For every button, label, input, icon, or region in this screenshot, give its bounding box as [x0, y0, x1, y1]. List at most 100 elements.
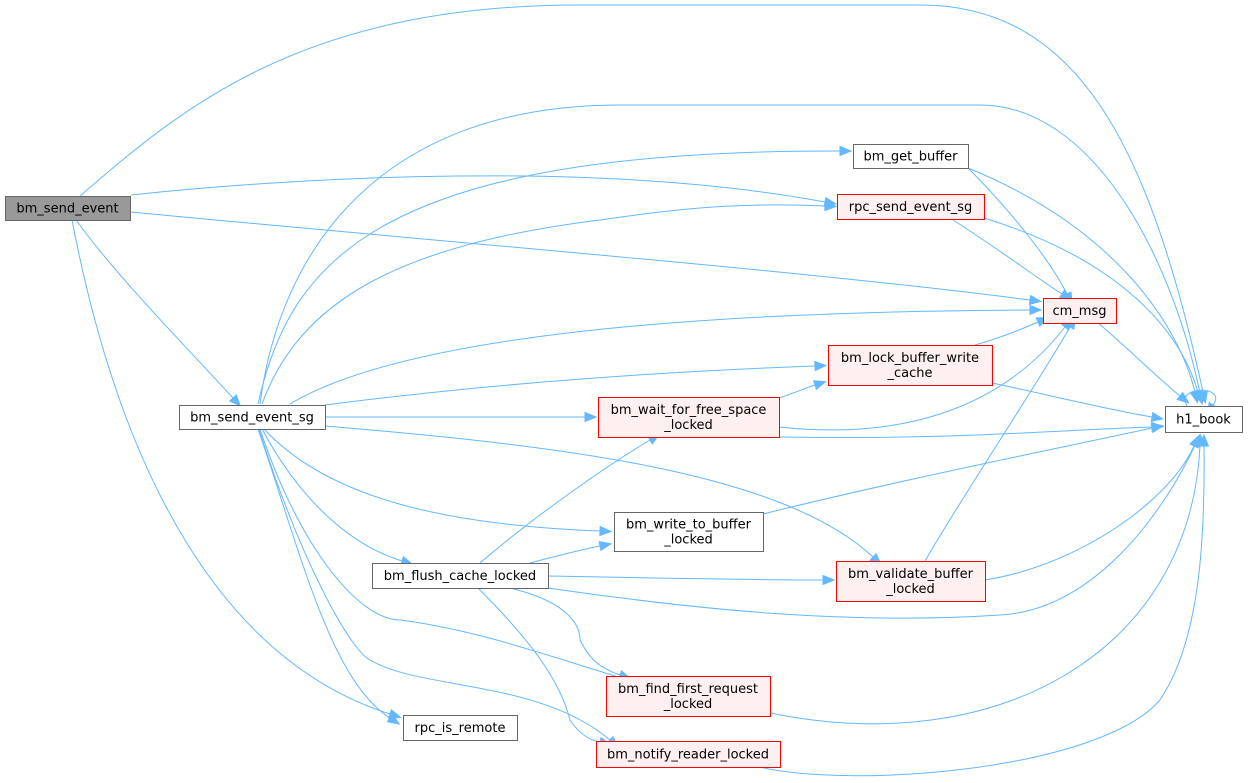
edge-arrowhead — [1176, 391, 1190, 404]
edge-line — [967, 167, 1068, 295]
node-bm-validate-buffer-locked[interactable]: bm_validate_buffer_locked — [836, 561, 986, 602]
node-box — [179, 405, 326, 430]
node-box — [598, 397, 780, 438]
edge-line — [263, 428, 601, 532]
edge-rpc_send_event_sg-to-cm_msg — [949, 217, 1073, 301]
edge-line — [130, 175, 826, 203]
node-label: rpc_is_remote — [415, 721, 506, 736]
edge-cm_msg-to-h1_book — [1096, 321, 1190, 404]
node-box — [837, 194, 985, 220]
edge-arrowhead — [822, 574, 836, 586]
edge-line — [75, 219, 234, 399]
edge-line — [983, 217, 1199, 393]
edge-bm_send_event-to-bm_send_event_sg — [75, 219, 242, 408]
edge-arrowhead — [584, 411, 598, 423]
edge-arrowhead — [1192, 390, 1203, 404]
edge-bm_wait_for_free_space_locked-to-bm_lock_buffer_write_cache — [778, 380, 827, 399]
edge-line — [259, 428, 623, 679]
edge-line — [778, 426, 1153, 439]
node-bm-lock-buffer-write-cache[interactable]: bm_lock_buffer_write_cache — [828, 345, 993, 386]
node-rpc-is-remote[interactable]: rpc_is_remote — [403, 715, 518, 741]
edge-bm_send_event_sg-to-bm_find_first_request_locked — [259, 428, 634, 683]
node-rpc-send-event-sg[interactable]: rpc_send_event_sg — [837, 194, 985, 220]
node-label: bm_get_buffer — [863, 150, 958, 165]
edge-rpc_send_event_sg-to-h1_book — [983, 217, 1203, 404]
node-label: bm_flush_cache_locked — [384, 569, 536, 584]
edge-bm_send_event-to-h1_book — [79, 4, 1209, 404]
edge-arrowhead — [839, 145, 853, 157]
edge-line — [324, 425, 874, 558]
edge-line — [477, 587, 601, 743]
edge-arrowhead — [824, 200, 838, 212]
edge-line — [261, 204, 826, 405]
node-label: _locked — [663, 418, 713, 433]
edge-bm_send_event_sg-to-rpc_is_remote — [257, 428, 401, 725]
node-cm-msg[interactable]: cm_msg — [1043, 298, 1117, 324]
edge-line — [778, 326, 1066, 431]
edge-arrowhead — [813, 380, 827, 391]
edge-line — [967, 167, 1196, 393]
node-box — [614, 512, 764, 552]
node-bm-find-first-request-locked[interactable]: bm_find_first_request_locked — [606, 676, 771, 717]
edge-bm_send_event_sg-to-cm_msg — [289, 304, 1043, 405]
node-label: h1_book — [1176, 413, 1231, 428]
node-box — [372, 563, 549, 589]
node-box — [1165, 406, 1243, 433]
edge-line — [509, 587, 621, 676]
node-label: bm_wait_for_free_space — [611, 403, 767, 418]
edge-arrowhead — [1198, 433, 1210, 447]
edge-arrowhead — [1029, 304, 1043, 316]
edge-line — [258, 428, 611, 741]
node-bm-send-event-sg[interactable]: bm_send_event_sg — [179, 405, 326, 430]
edge-bm_send_event_sg-to-bm_wait_for_free_space_locked — [325, 411, 598, 423]
edge-bm_lock_buffer_write_cache-to-cm_msg — [974, 316, 1050, 346]
edge-line — [762, 427, 1153, 515]
node-bm-wait-for-free-space-locked[interactable]: bm_wait_for_free_space_locked — [598, 397, 780, 438]
edge-bm_send_event_sg-to-bm_lock_buffer_write_cache — [324, 360, 828, 406]
edge-bm_send_event_sg-to-h1_book — [259, 104, 1206, 406]
edge-bm_validate_buffer_locked-to-h1_book — [984, 434, 1200, 581]
edge-bm_send_event_sg-to-rpc_send_event_sg — [261, 200, 838, 405]
node-box — [596, 741, 781, 768]
edge-arrowhead — [386, 713, 401, 725]
edge-line — [324, 365, 816, 406]
node-bm-send-event[interactable]: bm_send_event — [5, 196, 131, 221]
edge-line — [479, 439, 651, 564]
node-box — [828, 345, 993, 386]
edge-bm_send_event-to-rpc_send_event_sg — [130, 175, 838, 208]
edge-line — [547, 575, 824, 581]
node-bm-get-buffer[interactable]: bm_get_buffer — [853, 144, 969, 169]
edge-bm_send_event-to-rpc_is_remote — [71, 219, 402, 719]
node-label: cm_msg — [1053, 304, 1107, 319]
node-label: bm_send_event_sg — [190, 411, 314, 426]
node-box — [1043, 298, 1117, 324]
edge-line — [71, 219, 391, 715]
node-label: rpc_send_event_sg — [849, 200, 973, 215]
edge-arrowhead — [1150, 422, 1165, 434]
edge-arrowhead — [1028, 294, 1043, 306]
edge-line — [991, 382, 1153, 418]
edge-bm_notify_reader_locked-to-h1_book — [754, 433, 1210, 777]
edge-bm_lock_buffer_write_cache-to-h1_book — [991, 382, 1165, 423]
node-bm-flush-cache-locked[interactable]: bm_flush_cache_locked — [372, 563, 549, 589]
node-label: bm_write_to_buffer — [626, 518, 752, 533]
edge-bm_flush_cache_locked-to-bm_find_first_request_locked — [509, 587, 632, 680]
node-label: _cache — [887, 366, 933, 381]
edge-bm_flush_cache_locked-to-bm_validate_buffer_locked — [547, 574, 836, 586]
edge-arrowhead — [599, 525, 613, 537]
node-bm-write-to-buffer-locked[interactable]: bm_write_to_buffer_locked — [614, 512, 764, 552]
edge-line — [949, 217, 1063, 295]
node-box — [853, 144, 969, 169]
node-label: bm_notify_reader_locked — [607, 748, 769, 763]
node-box — [836, 561, 986, 602]
edge-bm_send_event_sg-to-bm_write_to_buffer_locked — [263, 428, 613, 537]
node-bm-notify-reader-locked[interactable]: bm_notify_reader_locked — [596, 741, 781, 768]
node-label: bm_send_event — [16, 202, 118, 217]
edge-line — [529, 545, 601, 564]
node-h1-book[interactable]: h1_book — [1165, 406, 1243, 433]
edge-line — [289, 309, 1031, 405]
edge-bm_flush_cache_locked-to-bm_write_to_buffer_locked — [529, 540, 613, 564]
edges-layer — [71, 4, 1218, 777]
edge-bm_send_event-to-cm_msg — [130, 211, 1043, 306]
